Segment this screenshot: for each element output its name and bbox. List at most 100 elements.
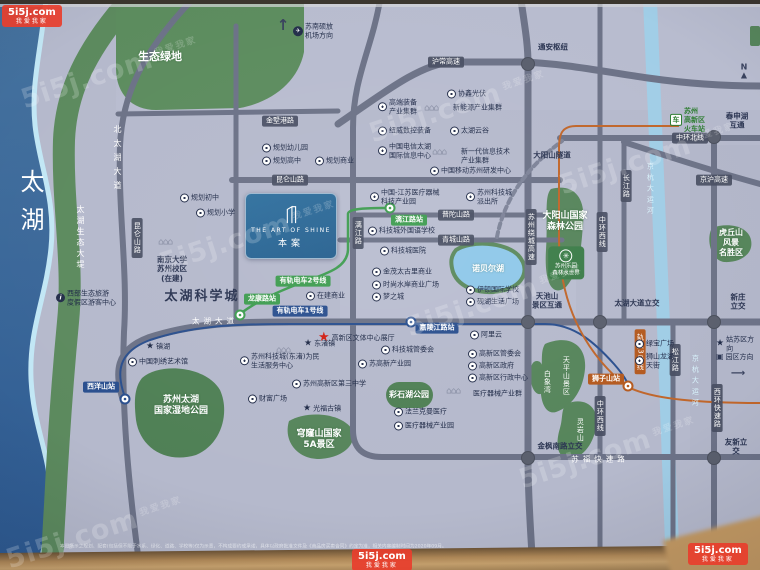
yanhu-life-plaza: 砚湖生活广场 bbox=[466, 297, 519, 307]
fortune-plaza: 财富广场 bbox=[248, 394, 287, 404]
tianpingshan-area bbox=[540, 340, 586, 413]
zhonghuan-west-line-2: 中环西线 bbox=[594, 396, 606, 436]
culture-center-hall: ★高新区文体中心展厅 bbox=[318, 329, 395, 345]
train-icon: 车 bbox=[670, 114, 682, 126]
taihu-avenue: 太湖大道 bbox=[192, 316, 238, 326]
circle-icon bbox=[468, 349, 477, 359]
star-icon: ★ bbox=[716, 338, 725, 349]
nobel-lake-water bbox=[449, 241, 527, 294]
circle-icon bbox=[240, 356, 249, 366]
park-direction-arrow: ⟶ bbox=[730, 367, 746, 379]
jinshugang-road: 金墅港路 bbox=[262, 115, 298, 127]
project-card: THE ART OF SHINE 本案 bbox=[245, 193, 337, 259]
circle-icon bbox=[381, 345, 390, 355]
tianpingshan-scenic: 天平山景区 bbox=[562, 356, 571, 396]
lijiang-road-line bbox=[350, 0, 760, 460]
embroidery-art-museum: 中国刺绣艺术馆 bbox=[128, 357, 188, 367]
circle-icon bbox=[468, 361, 477, 371]
photo-top-edge bbox=[0, 0, 760, 4]
huchang-expressway: 沪常高速 bbox=[428, 56, 464, 68]
zhonghuan-west-line-1: 中环西线 bbox=[596, 212, 608, 252]
north-taihu-avenue: 北太湖大道 bbox=[113, 125, 122, 195]
fashion-waterfront-plaza: 时尚水岸商业广场 bbox=[372, 280, 439, 290]
circle-icon bbox=[306, 291, 315, 301]
caishihu-park-area bbox=[386, 382, 433, 408]
suzhou-hsr-station: 车苏州 高新区 火车站 bbox=[670, 107, 705, 133]
lijiang-road-v: 漓江路 bbox=[352, 217, 364, 249]
kunlunshan-road-v: 昆仑山路 bbox=[131, 218, 143, 258]
grand-canal-label-1: 京杭大运河 bbox=[646, 162, 655, 218]
plane-icon: ✈ bbox=[293, 26, 303, 36]
watermark-tag-top-left: 5i5j.com 我爱我家 bbox=[2, 5, 62, 28]
zhenhu-town: ★镇湖 bbox=[146, 341, 171, 352]
china-telecom-info-center: 中国电信太湖 国际信息中心 bbox=[378, 142, 431, 160]
nobel-lake: 诺贝尔湖 bbox=[472, 264, 504, 273]
red-star-icon: ★ bbox=[318, 329, 330, 345]
watermark-site: 5i5j.com bbox=[8, 7, 56, 18]
zhonghuan-north-line: 中环北线 bbox=[672, 132, 708, 144]
circle-icon bbox=[468, 373, 477, 383]
qionglongshan-area bbox=[287, 414, 354, 459]
dongzhu-town: ★东渚镇 bbox=[304, 338, 336, 349]
circle-icon bbox=[315, 156, 324, 166]
circle-icon bbox=[370, 192, 379, 202]
star-icon: ★ bbox=[303, 403, 312, 414]
circle-icon bbox=[635, 356, 644, 366]
circle-icon bbox=[380, 246, 389, 256]
newway-cnc: 纽威数控装备 bbox=[378, 126, 431, 136]
factory-sketch-2: ⌂⌂⌂ bbox=[432, 147, 447, 158]
circle-icon bbox=[466, 285, 475, 295]
circle-icon bbox=[635, 339, 644, 349]
science-town-police: 苏州科技城 派出所 bbox=[466, 188, 512, 206]
circle-icon bbox=[378, 146, 387, 156]
science-town-committee: 科技城管委会 bbox=[381, 345, 434, 355]
district-government: 高新区政府 bbox=[468, 361, 514, 371]
science-town-hospital: 科技城医院 bbox=[380, 246, 426, 256]
taihu-avenue-road bbox=[115, 318, 760, 406]
jialingjiang-road-station: 嘉陵江路站 bbox=[415, 322, 459, 334]
watermark-tag-bottom-right: 5i5j.com 我爱我家 bbox=[688, 543, 748, 566]
tram-line-1-route bbox=[119, 323, 630, 401]
square-icon: ▣ bbox=[716, 352, 724, 361]
taihu-avenue-interchange: 太湖大道立交 bbox=[614, 298, 660, 308]
watermark-brand: 我爱我家 bbox=[15, 17, 48, 25]
planned-high-school: 规划高中 bbox=[262, 156, 301, 166]
tianchishan-interchange: 天池山 景区互通 bbox=[532, 291, 562, 310]
kunlunshan-road-h: 昆仑山路 bbox=[272, 174, 308, 186]
tongan-junction: 通安枢纽 bbox=[538, 42, 568, 52]
china-mobile-rd-center: 中国移动苏州研发中心 bbox=[430, 166, 511, 176]
project-name-en: THE ART OF SHINE bbox=[251, 227, 331, 234]
planned-commerce: 规划商业 bbox=[315, 156, 354, 166]
star-icon: ★ bbox=[304, 338, 313, 349]
medical-device-cluster: 医疗器械产业群 bbox=[473, 389, 522, 398]
watermark-brand: 我爱我家 bbox=[365, 561, 398, 569]
board-top-trim bbox=[0, 4, 760, 7]
ferris-icon: ✳ bbox=[559, 249, 573, 263]
eco-dike-band bbox=[41, 0, 137, 570]
circle-icon bbox=[466, 192, 475, 202]
nanjing-university-campus: 南京大学 苏州校区 (在建) bbox=[157, 254, 187, 283]
circle-icon bbox=[466, 297, 475, 307]
dream-city: 梦之城 bbox=[372, 292, 404, 302]
medical-device-industrial-park: 医疗器械产业园 bbox=[394, 421, 454, 431]
circle-icon bbox=[378, 126, 387, 136]
baixiangwan-area bbox=[530, 361, 545, 395]
district-sketch: ⌂⌂⌂ bbox=[276, 345, 291, 356]
factory-sketch-3: ⌂⌂⌂ bbox=[446, 386, 461, 397]
rail-line-3-route bbox=[558, 125, 760, 404]
jinghu-expressway-line bbox=[621, 139, 760, 187]
youxin-interchange: 友新立交 bbox=[724, 437, 748, 456]
next-gen-it-cluster: 新一代信息技术 产业集群 bbox=[461, 147, 510, 164]
circle-icon bbox=[394, 407, 403, 417]
disclaimer-text: 本图所示之规划、配套(包括但不限于水系、绿化、道路、学校等)仅为示意，不构成要约… bbox=[60, 543, 447, 550]
suzhou-amusement-park: ✳苏州乐园 森林水世界 bbox=[548, 246, 584, 280]
raocheng-expressway: 苏州绕城高速 bbox=[525, 209, 537, 265]
circle-icon bbox=[368, 226, 377, 236]
circle-icon bbox=[248, 394, 257, 404]
watermark-tag-bottom-center: 5i5j.com 我爱我家 bbox=[352, 549, 412, 570]
huqiushan-scenic-area: 虎丘山风景 名胜区 bbox=[719, 228, 743, 257]
circle-icon bbox=[372, 267, 381, 277]
compass: N ▲ bbox=[740, 62, 748, 80]
circle-icon bbox=[430, 166, 439, 176]
